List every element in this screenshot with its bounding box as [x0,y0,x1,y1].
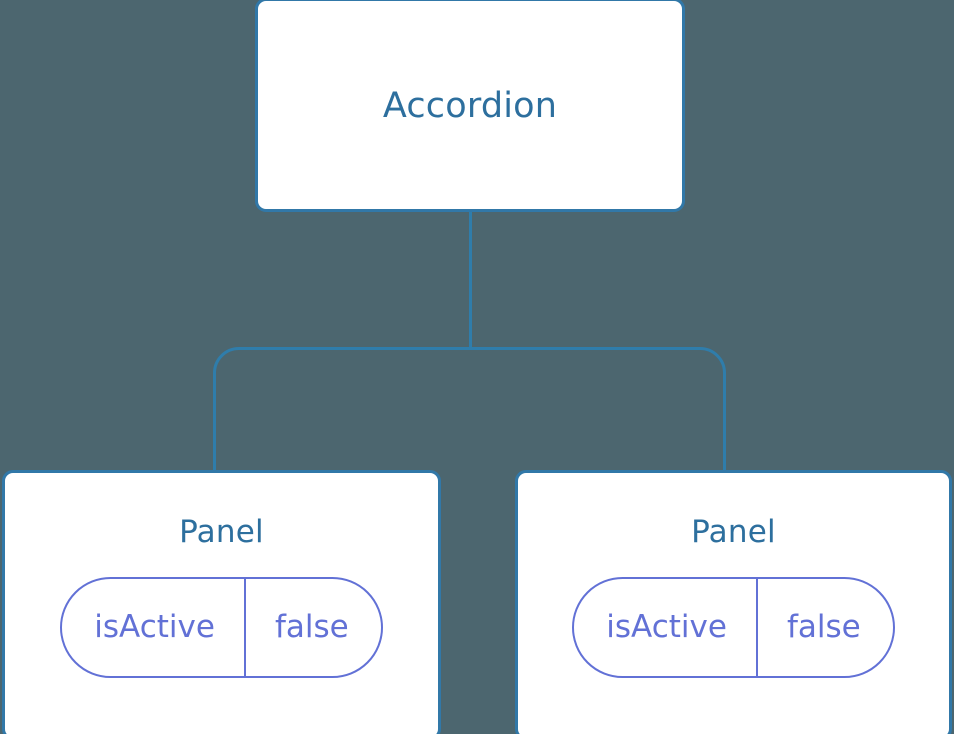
node-title-accordion: Accordion [382,85,558,126]
node-panel-left[interactable]: Panel isActive false [2,470,441,734]
prop-value-isactive-left: false [243,579,381,676]
node-title-panel-left: Panel [179,514,264,550]
prop-key-isactive-right: isActive [606,609,727,645]
node-panel-right[interactable]: Panel isActive false [515,470,952,734]
node-title-panel-right: Panel [691,514,776,550]
prop-value-isactive-right: false [755,579,893,676]
connector-branch-left [213,347,471,472]
prop-pill-isactive-left[interactable]: isActive false [60,577,383,678]
prop-pill-isactive-right[interactable]: isActive false [572,577,895,678]
connector-branch-right [470,347,726,472]
node-accordion[interactable]: Accordion [255,0,685,212]
prop-key-isactive-left: isActive [94,609,215,645]
